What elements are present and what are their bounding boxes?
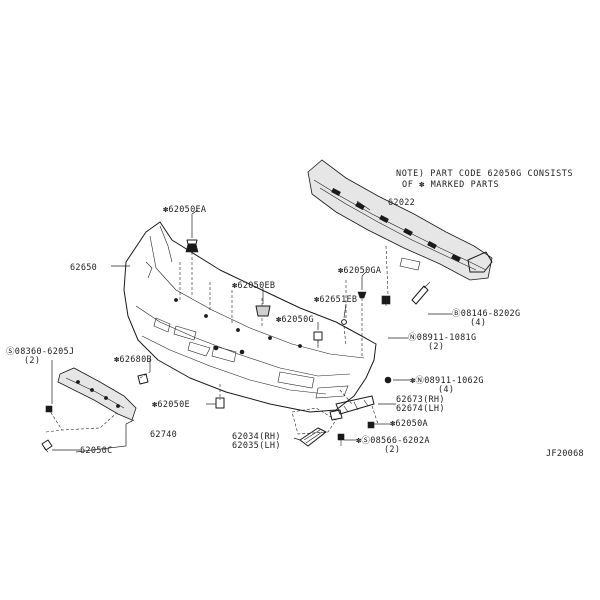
fasteners (41, 239, 431, 453)
label-62050GA: ✽62050GA (338, 266, 381, 276)
label-62022: 62022 (388, 198, 415, 208)
note-line-1: NOTE) PART CODE 62050G CONSISTS (396, 169, 573, 179)
label-62050EB: ✽62050EB (232, 281, 275, 291)
label-08911-1062G-qty: (4) (438, 385, 454, 395)
assembly-lines (45, 245, 389, 435)
part-code-note: NOTE) PART CODE 62050G CONSISTS OF ✽ MAR… (396, 169, 573, 190)
reference-code: JF20068 (546, 449, 584, 459)
label-62050A: ✽62050A (390, 419, 428, 429)
part-labels: 62022 ✽62050EA 62650 ✽62050EB ✽62050GA ✽… (6, 198, 584, 459)
leader-lines (51, 200, 452, 453)
bumper-reinforcement (307, 159, 493, 281)
label-08146-qty: (4) (470, 318, 486, 328)
label-62680B: ✽62680B (114, 355, 152, 365)
note-line-2: OF ✽ MARKED PARTS (402, 180, 499, 190)
lower-bracket (57, 367, 137, 421)
label-62673: 62673(RH) (396, 395, 445, 405)
label-62050EA: ✽62050EA (163, 205, 206, 215)
label-62050G: ✽62050G (276, 315, 314, 325)
label-62050E: ✽62050E (152, 400, 190, 410)
label-08146-8202G: Ⓑ08146-8202G (452, 309, 520, 319)
label-08360-qty: (2) (24, 356, 40, 366)
label-08360-6205J: Ⓢ08360-6205J (6, 347, 74, 357)
label-62035: 62035(LH) (232, 441, 281, 451)
label-08566-qty: (2) (384, 445, 400, 455)
label-62034: 62034(RH) (232, 432, 281, 442)
label-62650: 62650 (70, 263, 97, 273)
label-08911-1062G: ✽Ⓝ08911-1062G (410, 376, 484, 386)
label-08911-1081G: Ⓝ08911-1081G (408, 333, 476, 343)
bumper-fascia (123, 221, 377, 413)
label-62651EB: ✽62651EB (314, 295, 357, 305)
label-08911-1081G-qty: (2) (428, 342, 444, 352)
label-62740: 62740 (150, 430, 177, 440)
label-62050C: 62050C (80, 446, 113, 456)
label-08566-6202A: ✽Ⓢ08566-6202A (356, 436, 430, 446)
label-62674: 62674(LH) (396, 404, 445, 414)
